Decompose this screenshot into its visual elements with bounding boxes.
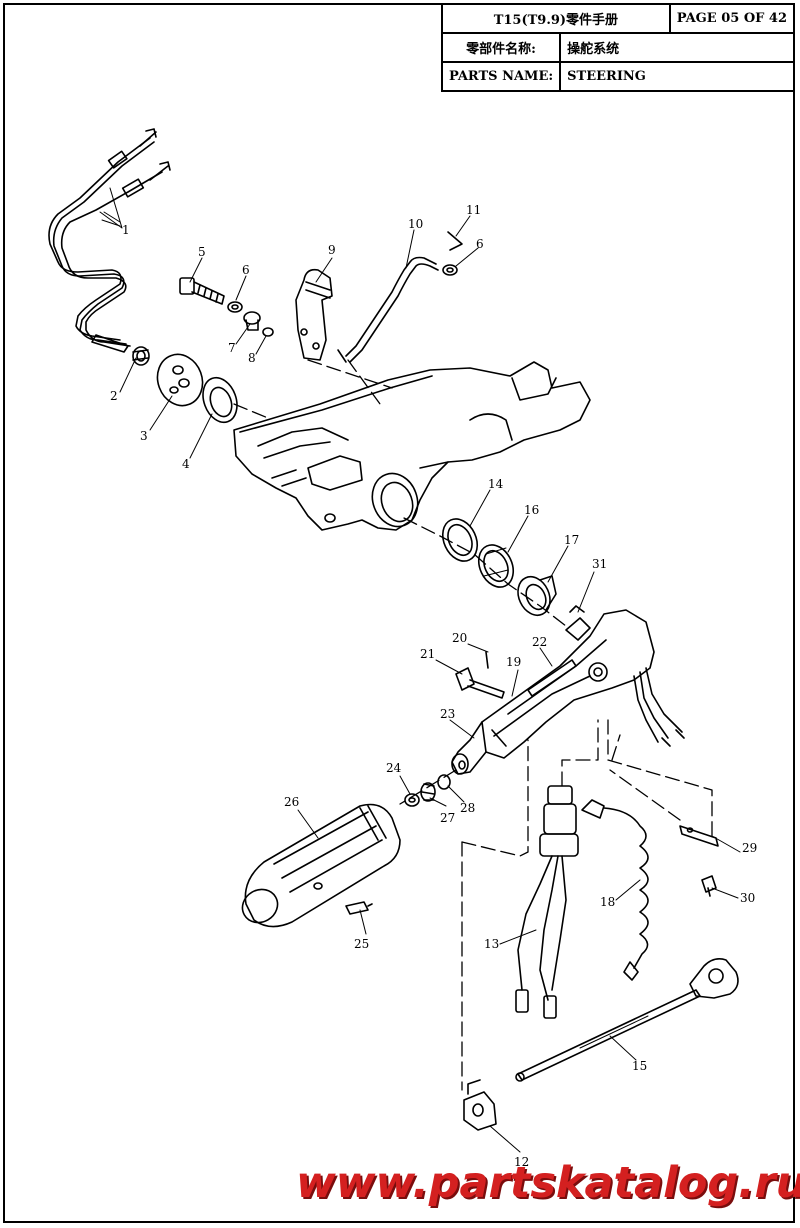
part-12-clamp bbox=[463, 1079, 497, 1131]
callout-25: 25 bbox=[354, 937, 369, 951]
part-31-switch bbox=[565, 617, 591, 641]
parts-name-label-en: PARTS NAME: bbox=[440, 61, 562, 92]
part-4-grommet bbox=[202, 376, 238, 424]
part-17-bushing bbox=[517, 575, 557, 617]
manual-title: T15(T9.9)零件手册 bbox=[441, 3, 671, 34]
part-18-lanyard bbox=[581, 799, 649, 981]
callout-27: 27 bbox=[440, 811, 455, 825]
parts-name-label-cn: 零部件名称: bbox=[440, 32, 562, 63]
part-13-stop-switch bbox=[515, 785, 579, 1019]
title-block: T15(T9.9)零件手册 PAGE 05 OF 42 零部件名称: 操舵系统 … bbox=[440, 3, 796, 92]
part-6-washer-b bbox=[442, 264, 458, 276]
callout-16: 16 bbox=[524, 503, 539, 517]
callout-7: 7 bbox=[228, 341, 236, 355]
parts-name-value-en: STEERING bbox=[559, 61, 795, 92]
callout-15: 15 bbox=[632, 1059, 647, 1073]
callout-31: 31 bbox=[592, 557, 607, 571]
part-30-screw bbox=[701, 875, 717, 897]
callout-2: 2 bbox=[110, 389, 118, 403]
part-28-washer bbox=[437, 774, 451, 790]
part-21-friction-knob bbox=[455, 667, 505, 699]
part-26-grip bbox=[241, 803, 401, 928]
assembly-lines bbox=[233, 359, 713, 1091]
part-7-collar bbox=[243, 311, 261, 331]
callout-3: 3 bbox=[140, 429, 148, 443]
part-5-bolt bbox=[179, 277, 225, 305]
callout-18: 18 bbox=[600, 895, 615, 909]
part-24-washer bbox=[404, 793, 420, 807]
part-22-decal bbox=[527, 659, 577, 697]
watermark: www.partskatalog.ru bbox=[296, 1158, 800, 1208]
part-29-plate bbox=[679, 825, 719, 847]
callout-14: 14 bbox=[488, 477, 504, 491]
callout-17: 17 bbox=[564, 533, 579, 547]
part-8-washer bbox=[262, 327, 274, 337]
part-3-plate bbox=[156, 353, 204, 407]
part-27-spring bbox=[420, 782, 436, 802]
callout-6a: 6 bbox=[242, 263, 250, 277]
part-15-shaft bbox=[515, 958, 739, 1082]
callout-23: 23 bbox=[440, 707, 455, 721]
part-9-lever bbox=[295, 268, 333, 361]
part-19-tiller-arm bbox=[481, 605, 655, 759]
parts-name-value-cn: 操舵系统 bbox=[559, 32, 795, 63]
page-number: PAGE 05 OF 42 bbox=[668, 3, 796, 34]
part-25-screw bbox=[345, 901, 373, 915]
callout-11: 11 bbox=[466, 203, 481, 217]
part-bracket-housing bbox=[233, 361, 591, 531]
part-cables bbox=[48, 128, 171, 353]
callout-30: 30 bbox=[740, 891, 755, 905]
callout-21: 21 bbox=[420, 647, 435, 661]
part-23-shaft bbox=[451, 721, 507, 775]
part-10-rod bbox=[337, 256, 439, 363]
callout-13: 13 bbox=[484, 937, 499, 951]
callout-labels: 1 2 3 4 5 6 6 7 8 9 10 11 12 13 14 15 16… bbox=[110, 203, 757, 1169]
callout-19: 19 bbox=[506, 655, 521, 669]
callout-5: 5 bbox=[198, 245, 206, 259]
callout-22: 22 bbox=[532, 635, 547, 649]
callout-1: 1 bbox=[122, 223, 130, 237]
callout-10: 10 bbox=[408, 217, 423, 231]
callout-20: 20 bbox=[452, 631, 467, 645]
callout-9: 9 bbox=[328, 243, 336, 257]
callout-28: 28 bbox=[460, 801, 475, 815]
page-frame bbox=[3, 3, 795, 1223]
leader-lines bbox=[99, 187, 741, 1153]
callout-4: 4 bbox=[182, 457, 190, 471]
callout-29: 29 bbox=[742, 841, 757, 855]
part-20-pin bbox=[485, 651, 489, 669]
part-11-clip bbox=[447, 231, 463, 251]
callout-6b: 6 bbox=[476, 237, 484, 251]
callout-24: 24 bbox=[386, 761, 402, 775]
callout-26: 26 bbox=[284, 795, 299, 809]
part-14-washer bbox=[441, 518, 479, 562]
part-16-ring bbox=[477, 544, 515, 588]
part-2-nut bbox=[132, 346, 150, 366]
callout-12: 12 bbox=[514, 1155, 529, 1169]
callout-8: 8 bbox=[248, 351, 256, 365]
part-6-washer bbox=[227, 301, 243, 313]
